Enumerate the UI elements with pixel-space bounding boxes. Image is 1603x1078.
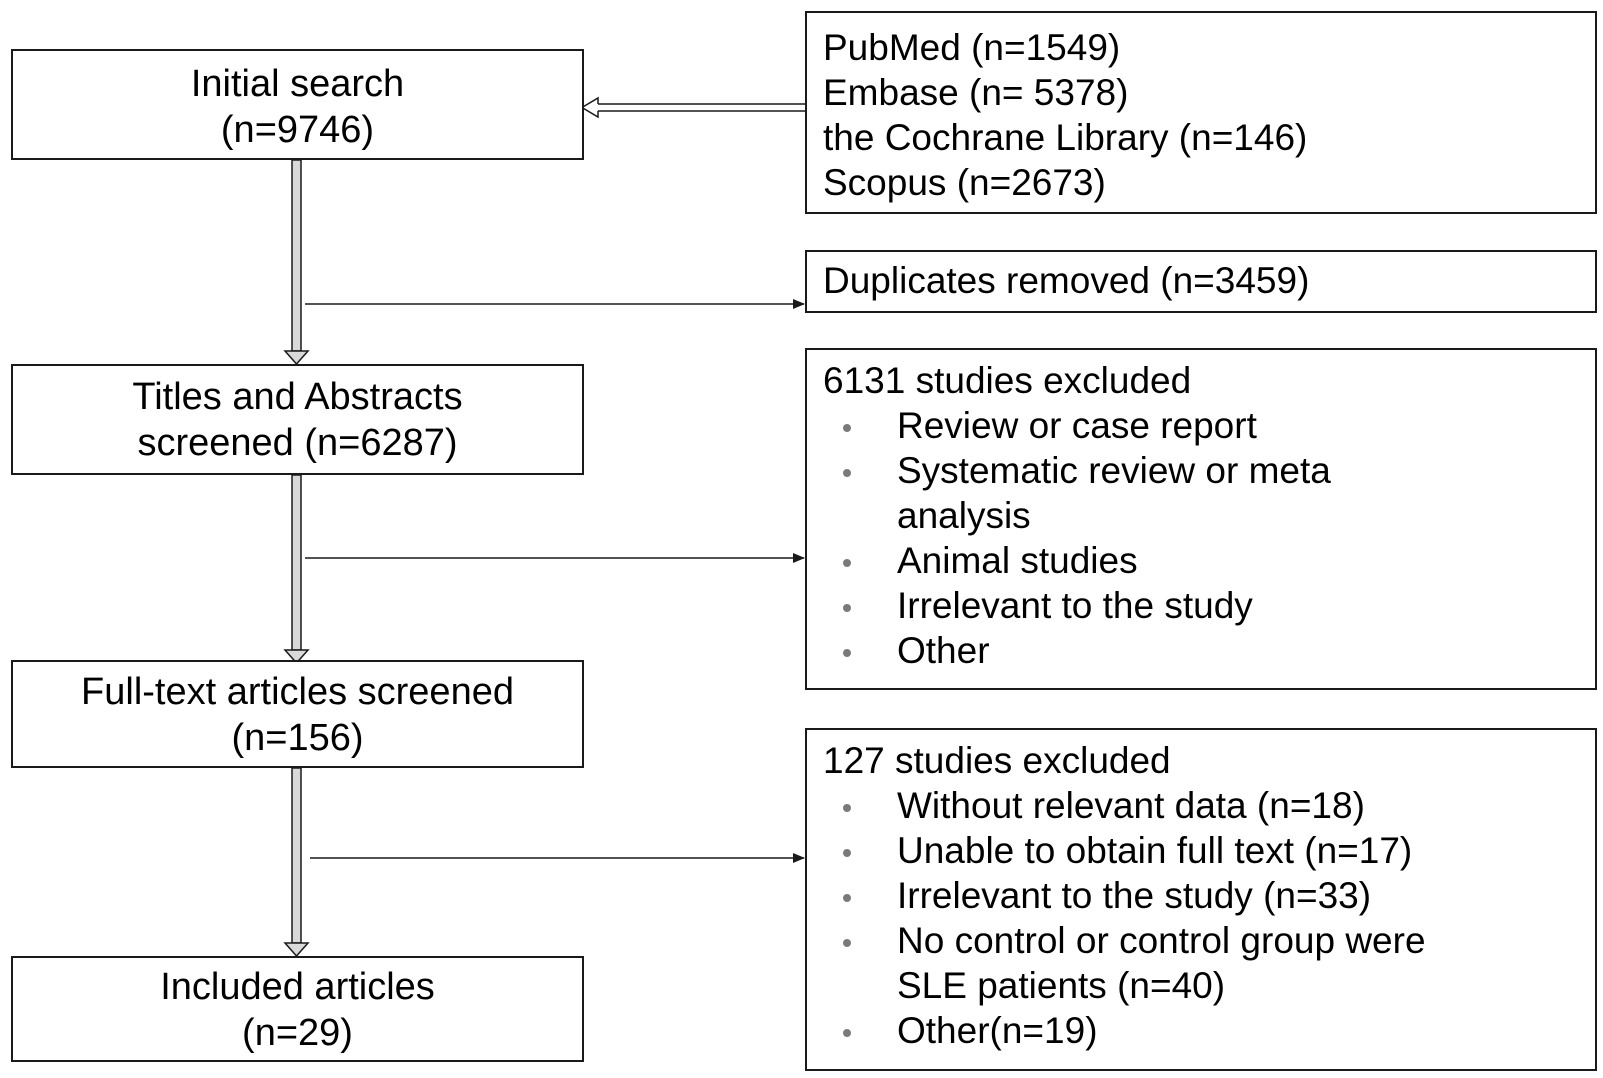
titles-abstracts-title: Titles and Abstracts (132, 376, 463, 418)
included-box: Included articles (n=29) (11, 956, 584, 1062)
list-item: Other(n=19) (823, 1008, 1595, 1053)
initial-search-count: (n=9746) (220, 109, 375, 151)
list-item-text: Other (897, 630, 990, 671)
bullet-icon (843, 894, 851, 902)
initial-search-box: Initial search (n=9746) (11, 49, 584, 160)
sources-to-initial-arrow (580, 96, 805, 119)
full-text-count: (n=156) (231, 717, 364, 759)
bullet-icon (843, 424, 851, 432)
list-item-text: Other(n=19) (897, 1010, 1098, 1051)
bullet-icon (843, 1029, 851, 1037)
bullet-icon (843, 469, 851, 477)
list-item: Review or case report (823, 403, 1595, 448)
bullet-icon (843, 804, 851, 812)
bullet-icon (843, 939, 851, 947)
duplicates-box: Duplicates removed (n=3459) (805, 250, 1597, 313)
list-item: No control or control group were SLE pat… (823, 918, 1595, 1008)
down-arrow-1 (283, 159, 310, 366)
list-item-text: Irrelevant to the study (897, 585, 1253, 626)
sources-box: PubMed (n=1549) Embase (n= 5378) the Coc… (805, 11, 1597, 214)
list-item: Animal studies (823, 538, 1595, 583)
list-item: Irrelevant to the study (823, 583, 1595, 628)
list-item-text: Review or case report (897, 405, 1257, 446)
included-count: (n=29) (242, 1012, 353, 1054)
down-arrow-2 (283, 474, 310, 665)
list-item-text: Systematic review or meta analysis (897, 450, 1331, 536)
exclusion1-list: Review or case report Systematic review … (823, 403, 1595, 673)
full-text-title: Full-text articles screened (81, 671, 514, 713)
exclusion1-title: 6131 studies excluded (823, 360, 1192, 401)
list-item: Unable to obtain full text (n=17) (823, 828, 1595, 873)
source-embase: Embase (n= 5378) (823, 72, 1129, 113)
list-item-text: Animal studies (897, 540, 1138, 581)
exclusion2-title: 127 studies excluded (823, 740, 1171, 781)
list-item-text: Unable to obtain full text (n=17) (897, 830, 1413, 871)
initial-search-title: Initial search (190, 63, 405, 105)
list-item-text: Irrelevant to the study (n=33) (897, 875, 1372, 916)
source-pubmed: PubMed (n=1549) (823, 27, 1121, 68)
source-cochrane: the Cochrane Library (n=146) (823, 117, 1308, 158)
titles-abstracts-count: screened (n=6287) (137, 422, 458, 464)
bullet-icon (843, 604, 851, 612)
list-item: Without relevant data (n=18) (823, 783, 1595, 828)
bullet-icon (843, 649, 851, 657)
list-item-text: Without relevant data (n=18) (897, 785, 1365, 826)
list-item: Systematic review or meta analysis (823, 448, 1595, 538)
exclusion2-box: 127 studies excluded Without relevant da… (805, 728, 1597, 1071)
titles-abstracts-box: Titles and Abstracts screened (n=6287) (11, 364, 584, 475)
included-title: Included articles (160, 966, 435, 1008)
list-item: Irrelevant to the study (n=33) (823, 873, 1595, 918)
source-scopus: Scopus (n=2673) (823, 162, 1106, 203)
duplicates-label: Duplicates removed (n=3459) (823, 260, 1310, 301)
full-text-box: Full-text articles screened (n=156) (11, 660, 584, 768)
bullet-icon (843, 559, 851, 567)
down-arrow-3 (283, 767, 310, 958)
list-item-text: No control or control group were SLE pat… (897, 920, 1426, 1006)
bullet-icon (843, 849, 851, 857)
list-item: Other (823, 628, 1595, 673)
exclusion1-box: 6131 studies excluded Review or case rep… (805, 348, 1597, 690)
exclusion2-list: Without relevant data (n=18) Unable to o… (823, 783, 1595, 1053)
